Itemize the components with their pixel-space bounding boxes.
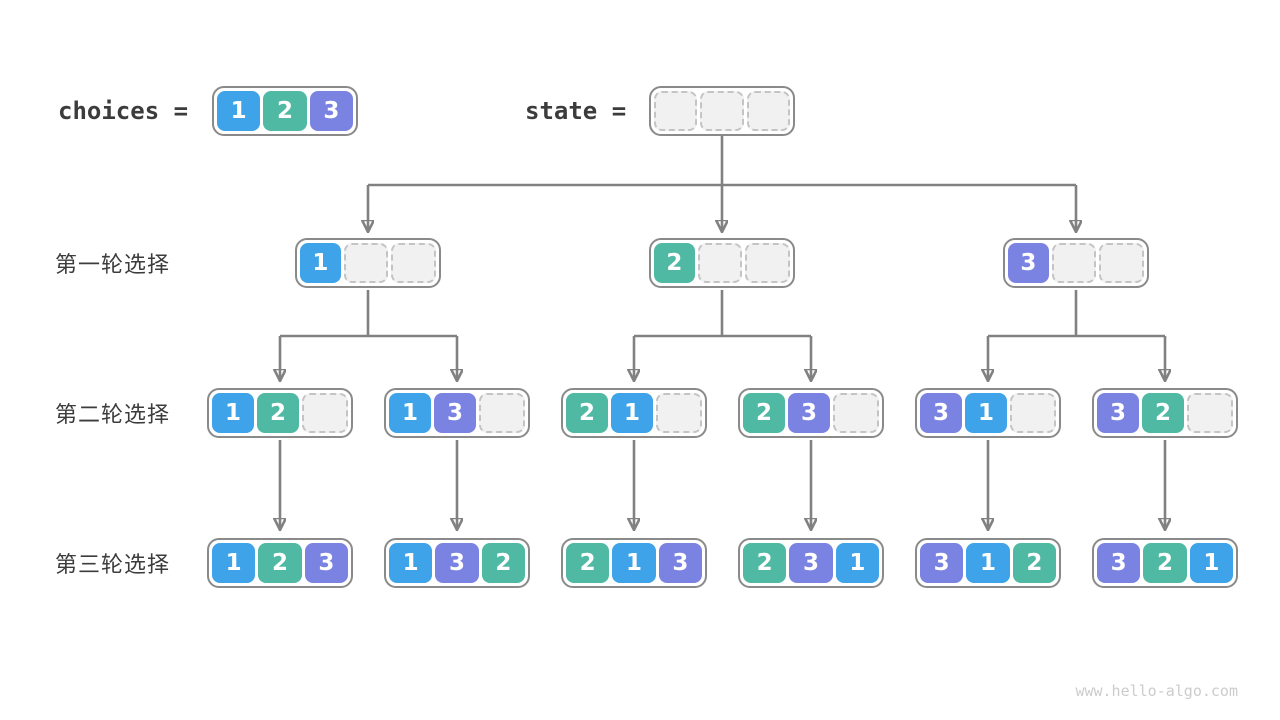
empty-cell [302, 393, 348, 433]
node-r1-2: 2 [649, 238, 795, 288]
cell: 1 [965, 393, 1007, 433]
cell: 3 [304, 543, 348, 583]
cell: 1 [389, 543, 433, 583]
cell: 1 [1189, 543, 1233, 583]
empty-cell [746, 91, 790, 131]
cell: 1 [389, 393, 431, 433]
empty-cell [479, 393, 525, 433]
cell: 2 [1143, 543, 1187, 583]
row-label-round3: 第三轮选择 [55, 552, 171, 577]
cell: 3 [789, 543, 833, 583]
choices-label: choices = [58, 97, 189, 125]
node-r2-31: 3 1 [915, 388, 1061, 438]
empty-cell [391, 243, 437, 283]
node-r3-321: 3 2 1 [1092, 538, 1238, 588]
cell: 3 [920, 393, 962, 433]
state-label: state = [525, 97, 627, 125]
cell: 3 [788, 393, 830, 433]
empty-cell [833, 393, 879, 433]
choices-node: 1 2 3 [212, 86, 358, 136]
cell: 1 [612, 543, 656, 583]
cell: 2 [566, 393, 608, 433]
empty-cell [656, 393, 702, 433]
cell: 2 [258, 543, 302, 583]
cell: 1 [966, 543, 1010, 583]
cell: 2 [743, 543, 787, 583]
node-r3-312: 3 1 2 [915, 538, 1061, 588]
node-r1-3: 3 [1003, 238, 1149, 288]
empty-cell [700, 91, 744, 131]
cell: 1 [835, 543, 879, 583]
cell: 1 [611, 393, 653, 433]
cell: 2 [263, 91, 307, 131]
node-r3-132: 1 3 2 [384, 538, 530, 588]
row-label-round1: 第一轮选择 [55, 252, 171, 277]
node-r2-23: 2 3 [738, 388, 884, 438]
cell: 3 [1008, 243, 1049, 283]
empty-cell [343, 243, 389, 283]
node-r2-12: 1 2 [207, 388, 353, 438]
empty-cell [654, 91, 698, 131]
cell: 3 [920, 543, 964, 583]
cell: 3 [1097, 543, 1141, 583]
cell: 2 [654, 243, 695, 283]
cell: 2 [1012, 543, 1056, 583]
empty-cell [1099, 243, 1145, 283]
node-r3-231: 2 3 1 [738, 538, 884, 588]
node-r2-13: 1 3 [384, 388, 530, 438]
cell: 2 [1142, 393, 1184, 433]
cell: 2 [566, 543, 610, 583]
cell: 2 [257, 393, 299, 433]
cell: 3 [1097, 393, 1139, 433]
cell: 2 [743, 393, 785, 433]
cell: 3 [309, 91, 353, 131]
cell: 1 [300, 243, 341, 283]
watermark: www.hello-algo.com [1075, 682, 1238, 700]
empty-cell [1051, 243, 1097, 283]
cell: 1 [212, 393, 254, 433]
node-r3-123: 1 2 3 [207, 538, 353, 588]
cell: 1 [217, 91, 261, 131]
node-r3-213: 2 1 3 [561, 538, 707, 588]
cell: 2 [481, 543, 525, 583]
node-r2-21: 2 1 [561, 388, 707, 438]
empty-cell [745, 243, 791, 283]
cell: 1 [212, 543, 256, 583]
state-node [649, 86, 795, 136]
empty-cell [1187, 393, 1233, 433]
node-r1-1: 1 [295, 238, 441, 288]
cell: 3 [658, 543, 702, 583]
cell: 3 [434, 393, 476, 433]
cell: 3 [435, 543, 479, 583]
empty-cell [1010, 393, 1056, 433]
node-r2-32: 3 2 [1092, 388, 1238, 438]
empty-cell [697, 243, 743, 283]
row-label-round2: 第二轮选择 [55, 402, 171, 427]
